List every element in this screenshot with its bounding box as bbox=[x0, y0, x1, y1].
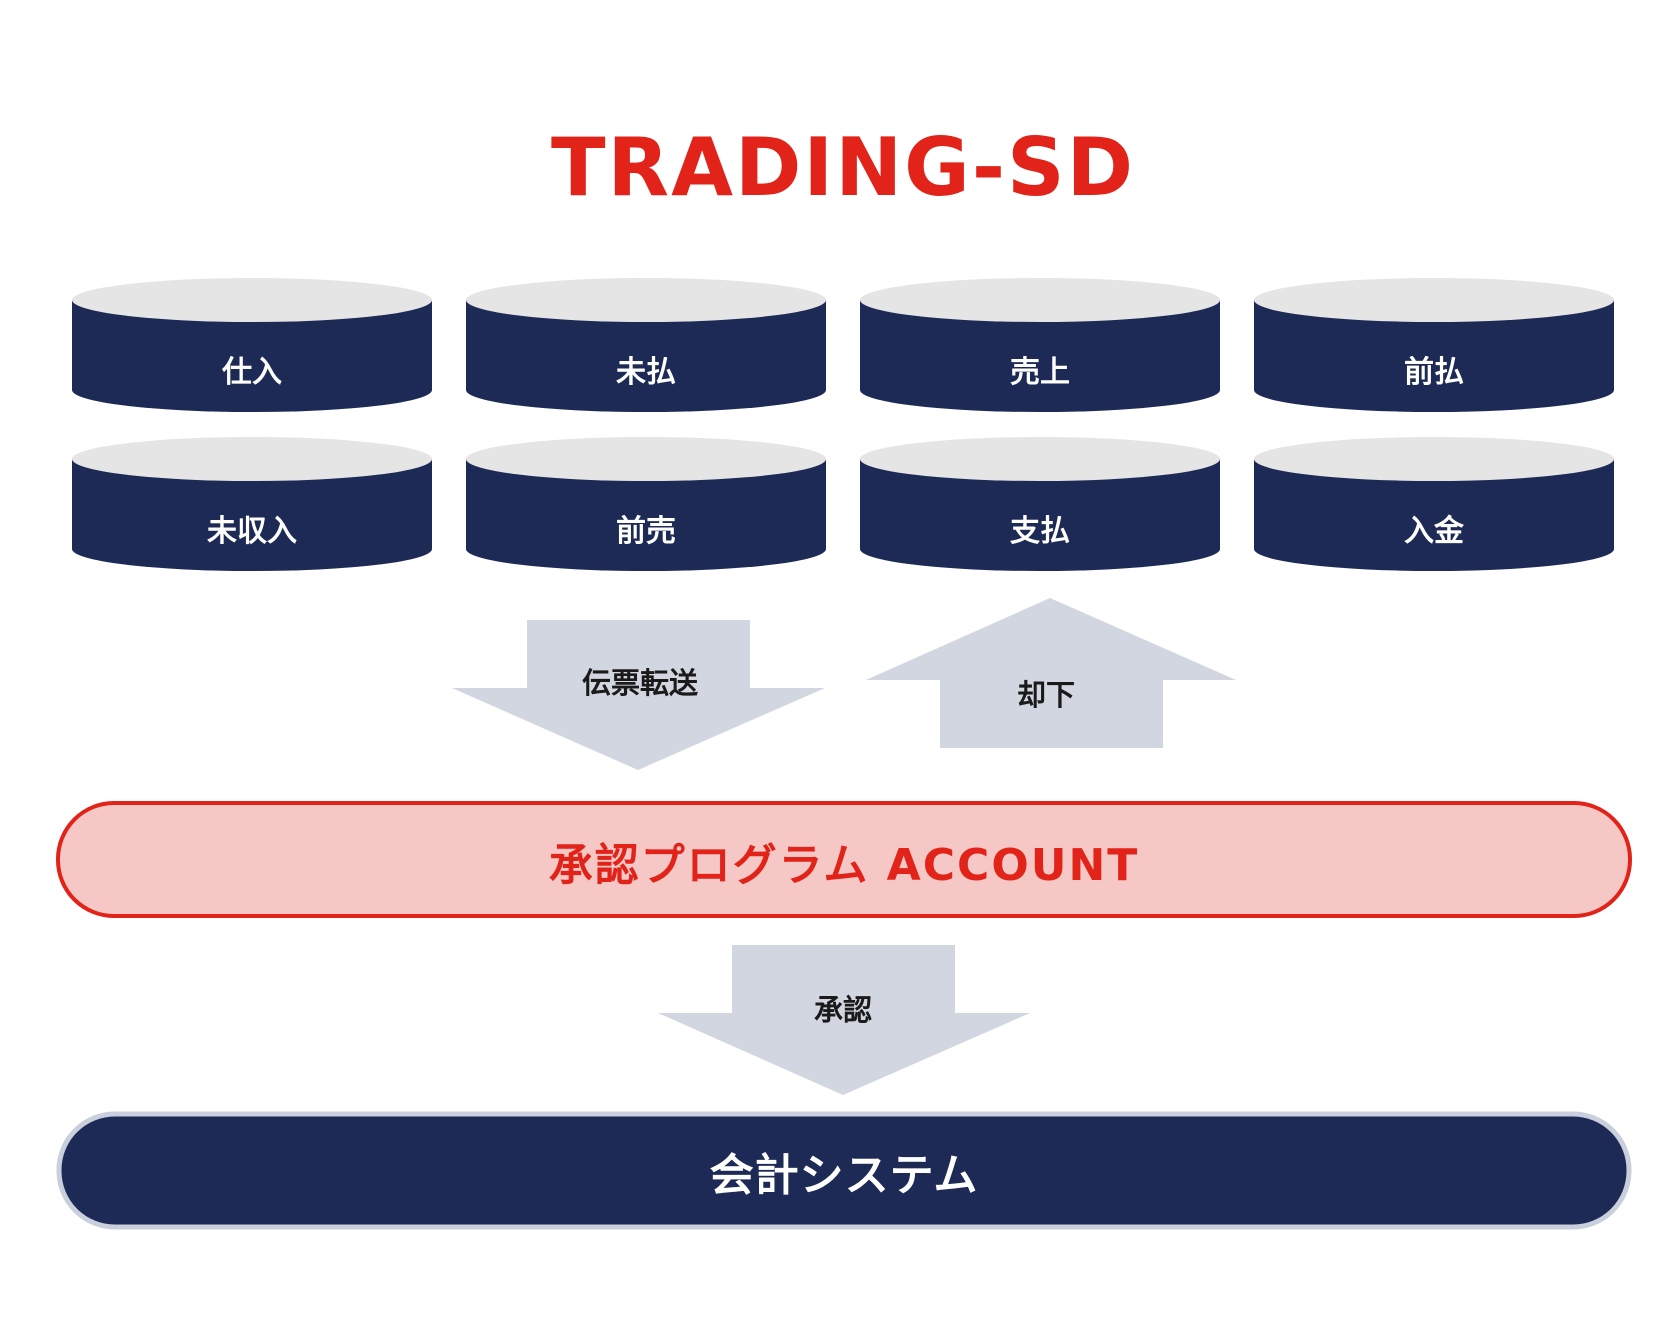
database-maebarai: 前払 bbox=[1254, 278, 1614, 412]
database-label: 未収入 bbox=[207, 514, 297, 549]
database-label: 支払 bbox=[1010, 514, 1070, 549]
database-shiharai: 支払 bbox=[860, 437, 1220, 571]
database-maeuri: 前売 bbox=[466, 437, 826, 571]
database-nyukin: 入金 bbox=[1254, 437, 1614, 571]
reject-arrow: 却下 bbox=[866, 598, 1236, 748]
database-shiire: 仕入 bbox=[72, 278, 432, 412]
accounting-system-label: 会計システム bbox=[710, 1150, 979, 1201]
database-label: 入金 bbox=[1404, 514, 1465, 549]
database-label: 前払 bbox=[1404, 355, 1464, 390]
database-label: 未払 bbox=[616, 355, 676, 390]
approve-arrow: 承認 bbox=[658, 945, 1030, 1095]
reject-arrow-label: 却下 bbox=[1017, 678, 1075, 712]
transfer-arrow-label: 伝票転送 bbox=[582, 666, 698, 700]
approval-program-bar: 承認プログラム ACCOUNT bbox=[56, 801, 1632, 918]
transfer-arrow: 伝票転送 bbox=[452, 620, 825, 770]
database-miharai: 未払 bbox=[466, 278, 826, 412]
approve-arrow-label: 承認 bbox=[814, 993, 872, 1027]
database-label: 仕入 bbox=[221, 355, 282, 390]
database-mishunyu: 未収入 bbox=[72, 437, 432, 571]
database-label: 売上 bbox=[1010, 355, 1070, 390]
database-label: 前売 bbox=[616, 514, 676, 549]
approval-program-label: 承認プログラム ACCOUNT bbox=[549, 840, 1140, 891]
diagram-title: TRADING-SD bbox=[551, 121, 1135, 214]
database-uriage: 売上 bbox=[860, 278, 1220, 412]
accounting-system-bar: 会計システム bbox=[56, 1111, 1632, 1230]
